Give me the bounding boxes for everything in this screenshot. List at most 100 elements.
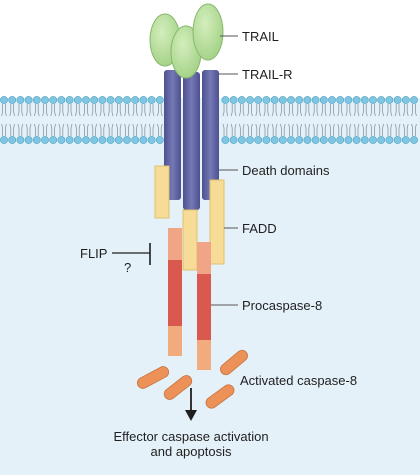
procaspase-8-left-tail <box>168 326 182 356</box>
phospholipid-head <box>401 136 410 144</box>
phospholipid-head <box>393 136 402 144</box>
phospholipid-head <box>410 96 418 104</box>
fadd-adaptor-center <box>182 209 198 271</box>
phospholipid-head <box>16 96 25 104</box>
phospholipid-head <box>401 96 410 104</box>
phospholipid-head <box>352 136 361 144</box>
phospholipid-head <box>287 96 295 104</box>
phospholipid-head <box>303 96 312 104</box>
procaspase-8-right-body <box>197 274 211 340</box>
phospholipid-head <box>98 96 107 104</box>
phospholipid-head <box>278 136 287 144</box>
phospholipid-head <box>123 136 131 144</box>
phospholipid-head <box>221 96 230 104</box>
phospholipid-head <box>229 136 238 144</box>
trail-label: TRAIL <box>242 29 279 44</box>
phospholipid-head <box>41 136 49 144</box>
phospholipid-head <box>377 96 386 104</box>
phospholipid-head <box>377 136 386 144</box>
phospholipid-head <box>32 136 41 144</box>
phospholipid-head <box>254 136 263 144</box>
activated-caspase-8-label: Activated caspase-8 <box>240 373 357 388</box>
phospholipid-head <box>155 136 164 144</box>
phospholipid-head <box>295 96 304 104</box>
phospholipid-head <box>73 136 82 144</box>
phospholipid-head <box>278 96 287 104</box>
phospholipid-head <box>24 136 33 144</box>
phospholipid-head <box>82 136 90 144</box>
phospholipid-head <box>147 96 156 104</box>
phospholipid-head <box>303 136 312 144</box>
phospholipid-head <box>237 136 246 144</box>
phospholipid-head <box>32 96 41 104</box>
phospholipid-head <box>65 96 74 104</box>
phospholipid-head <box>336 96 345 104</box>
activated-caspase-8-fragment <box>163 375 193 400</box>
phospholipid-head <box>57 96 66 104</box>
phospholipid-head <box>369 96 377 104</box>
phospholipid-head <box>328 136 336 144</box>
phospholipid-head <box>90 96 99 104</box>
death-domains-label: Death domains <box>242 163 330 178</box>
phospholipid-head <box>8 96 17 104</box>
phospholipid-head <box>131 96 140 104</box>
phospholipid-head <box>49 136 58 144</box>
phospholipid-head <box>344 96 353 104</box>
effector-caption-line-1: Effector caspase activation <box>113 429 268 444</box>
phospholipid-head <box>254 96 263 104</box>
phospholipid-head <box>73 96 82 104</box>
fadd-adaptor-left <box>154 165 170 219</box>
phospholipid-head <box>221 136 230 144</box>
phospholipid-head <box>155 96 164 104</box>
phospholipid-head <box>114 136 123 144</box>
trail-r-label: TRAIL-R <box>242 67 293 82</box>
phospholipid-head <box>237 96 246 104</box>
phospholipid-head <box>139 96 148 104</box>
trail-receptor-3 <box>202 70 219 200</box>
phospholipid-head <box>49 96 58 104</box>
phospholipid-head <box>246 96 254 104</box>
fadd-label: FADD <box>242 221 277 236</box>
procaspase-8-left-body <box>168 260 182 326</box>
phospholipid-head <box>410 136 418 144</box>
phospholipid-head <box>295 136 304 144</box>
phospholipid-head <box>65 136 74 144</box>
trail-ligand-3 <box>192 3 224 61</box>
phospholipid-head <box>246 136 254 144</box>
activated-caspase-8-fragment <box>136 366 170 389</box>
phospholipid-head <box>360 136 369 144</box>
phospholipid-head <box>262 136 271 144</box>
phospholipid-head <box>41 96 49 104</box>
phospholipid-head <box>106 136 115 144</box>
phospholipid-head <box>393 96 402 104</box>
phospholipid-head <box>319 136 328 144</box>
phospholipid-head <box>270 96 279 104</box>
phospholipid-head <box>319 96 328 104</box>
phospholipid-head <box>336 136 345 144</box>
phospholipid-head <box>123 96 131 104</box>
phospholipid-head <box>0 96 8 104</box>
phospholipid-head <box>114 96 123 104</box>
phospholipid-head <box>0 136 8 144</box>
phospholipid-head <box>287 136 295 144</box>
procaspase-8-left-dd <box>168 228 182 260</box>
phospholipid-head <box>311 96 320 104</box>
phospholipid-head <box>385 96 394 104</box>
phospholipid-head <box>385 136 394 144</box>
effector-caption-line-2: and apoptosis <box>151 444 232 459</box>
lipid-bilayer-membrane <box>0 96 418 144</box>
phospholipid-head <box>131 136 140 144</box>
phospholipid-head <box>311 136 320 144</box>
phospholipid-head <box>24 96 33 104</box>
phospholipid-head <box>262 96 271 104</box>
phospholipid-head <box>360 96 369 104</box>
procaspase-8-label: Procaspase-8 <box>242 298 322 313</box>
activated-caspase-8-fragment <box>205 384 235 409</box>
activation-arrow-head <box>185 410 197 421</box>
phospholipid-head <box>270 136 279 144</box>
phospholipid-head <box>147 136 156 144</box>
phospholipid-head <box>229 96 238 104</box>
phospholipid-head <box>328 96 336 104</box>
